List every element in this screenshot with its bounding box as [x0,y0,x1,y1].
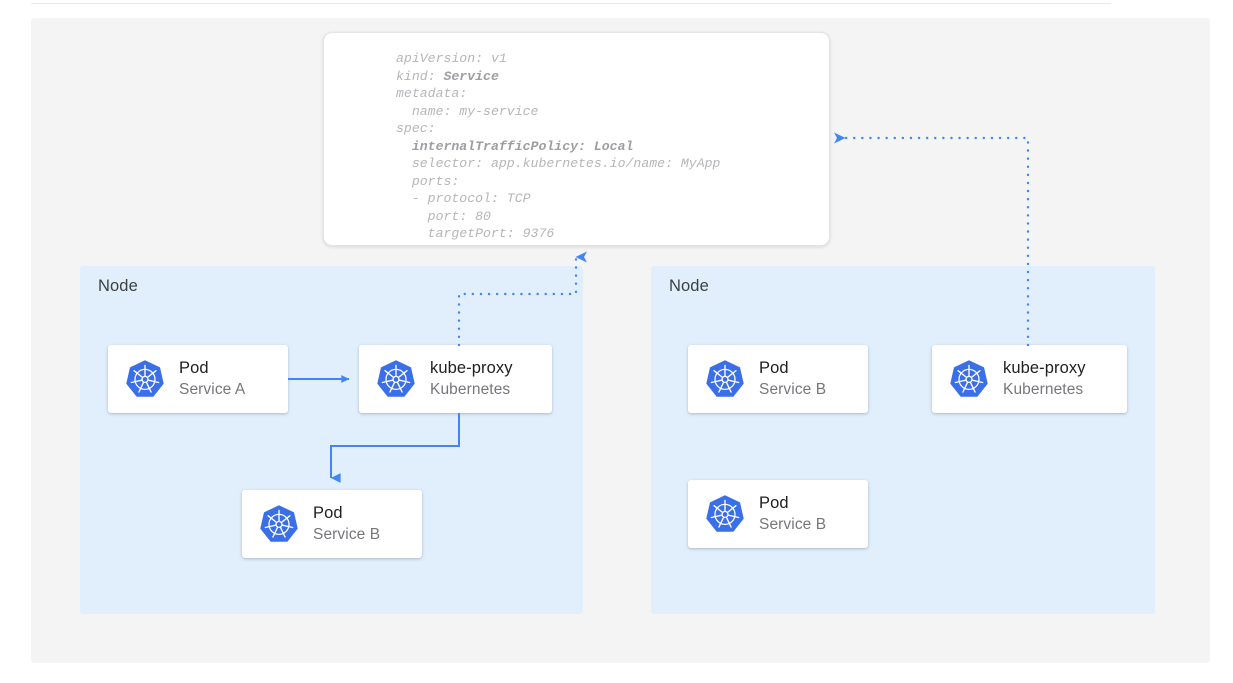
card-text: kube-proxy Kubernetes [430,358,513,400]
card-pod-service-b-right-2[interactable]: Pod Service B [688,480,868,548]
yaml-line: port: 80 [396,208,491,224]
kubernetes-icon [705,494,745,534]
card-subtitle: Kubernetes [430,381,511,398]
yaml-line: apiVersion: v1 [396,51,507,66]
card-title: kube-proxy [1003,359,1086,377]
yaml-line: selector: app.kubernetes.io/name: MyApp [396,156,721,172]
kubernetes-icon [949,359,989,399]
card-title: Pod [179,359,209,377]
card-subtitle: Service A [179,381,246,398]
yaml-line: kind: Service [396,68,499,84]
node-panel-right: Node [651,266,1155,614]
card-title: Pod [313,504,343,522]
card-text: Pod Service A [179,358,245,400]
yaml-line: internalTrafficPolicy: Local [396,138,720,156]
yaml-line: ports: [396,173,460,189]
yaml-emphasis: Service [443,68,499,84]
service-yaml-card: apiVersion: v1 kind: Service metadata: nam… [323,32,830,246]
card-pod-service-a[interactable]: Pod Service A [108,345,288,413]
kubernetes-icon [376,359,416,399]
kubernetes-icon [259,504,299,544]
card-pod-service-b-left[interactable]: Pod Service B [242,490,422,558]
yaml-line: metadata: [396,86,468,102]
card-title: Pod [759,494,789,512]
card-kube-proxy-right[interactable]: kube-proxy Kubernetes [932,345,1127,413]
card-subtitle: Service B [759,516,827,533]
card-title: Pod [759,359,789,377]
card-pod-service-b-right-1[interactable]: Pod Service B [688,345,868,413]
card-text: Pod Service B [759,358,826,400]
yaml-line: name: my-service [396,103,539,119]
kubernetes-icon [125,359,165,399]
kubernetes-icon [705,359,745,399]
yaml-line: - protocol: TCP [396,191,531,207]
card-text: Pod Service B [759,493,826,535]
yaml-emphasis: internalTrafficPolicy: Local [411,138,634,154]
card-title: kube-proxy [430,359,513,377]
yaml-line: targetPort: 9376 [396,226,555,242]
card-kube-proxy-left[interactable]: kube-proxy Kubernetes [359,345,552,413]
card-text: kube-proxy Kubernetes [1003,358,1086,400]
card-text: Pod Service B [313,503,380,545]
card-subtitle: Service B [313,526,381,543]
node-label-right: Node [669,277,709,295]
node-panel-left: Node [80,266,583,614]
node-label-left: Node [98,277,138,295]
yaml-line: spec: [396,121,436,137]
card-subtitle: Kubernetes [1003,381,1084,398]
card-subtitle: Service B [759,381,827,398]
service-yaml-code: apiVersion: v1 kind: Service metadata: nam… [396,50,720,243]
top-divider [31,3,1111,4]
